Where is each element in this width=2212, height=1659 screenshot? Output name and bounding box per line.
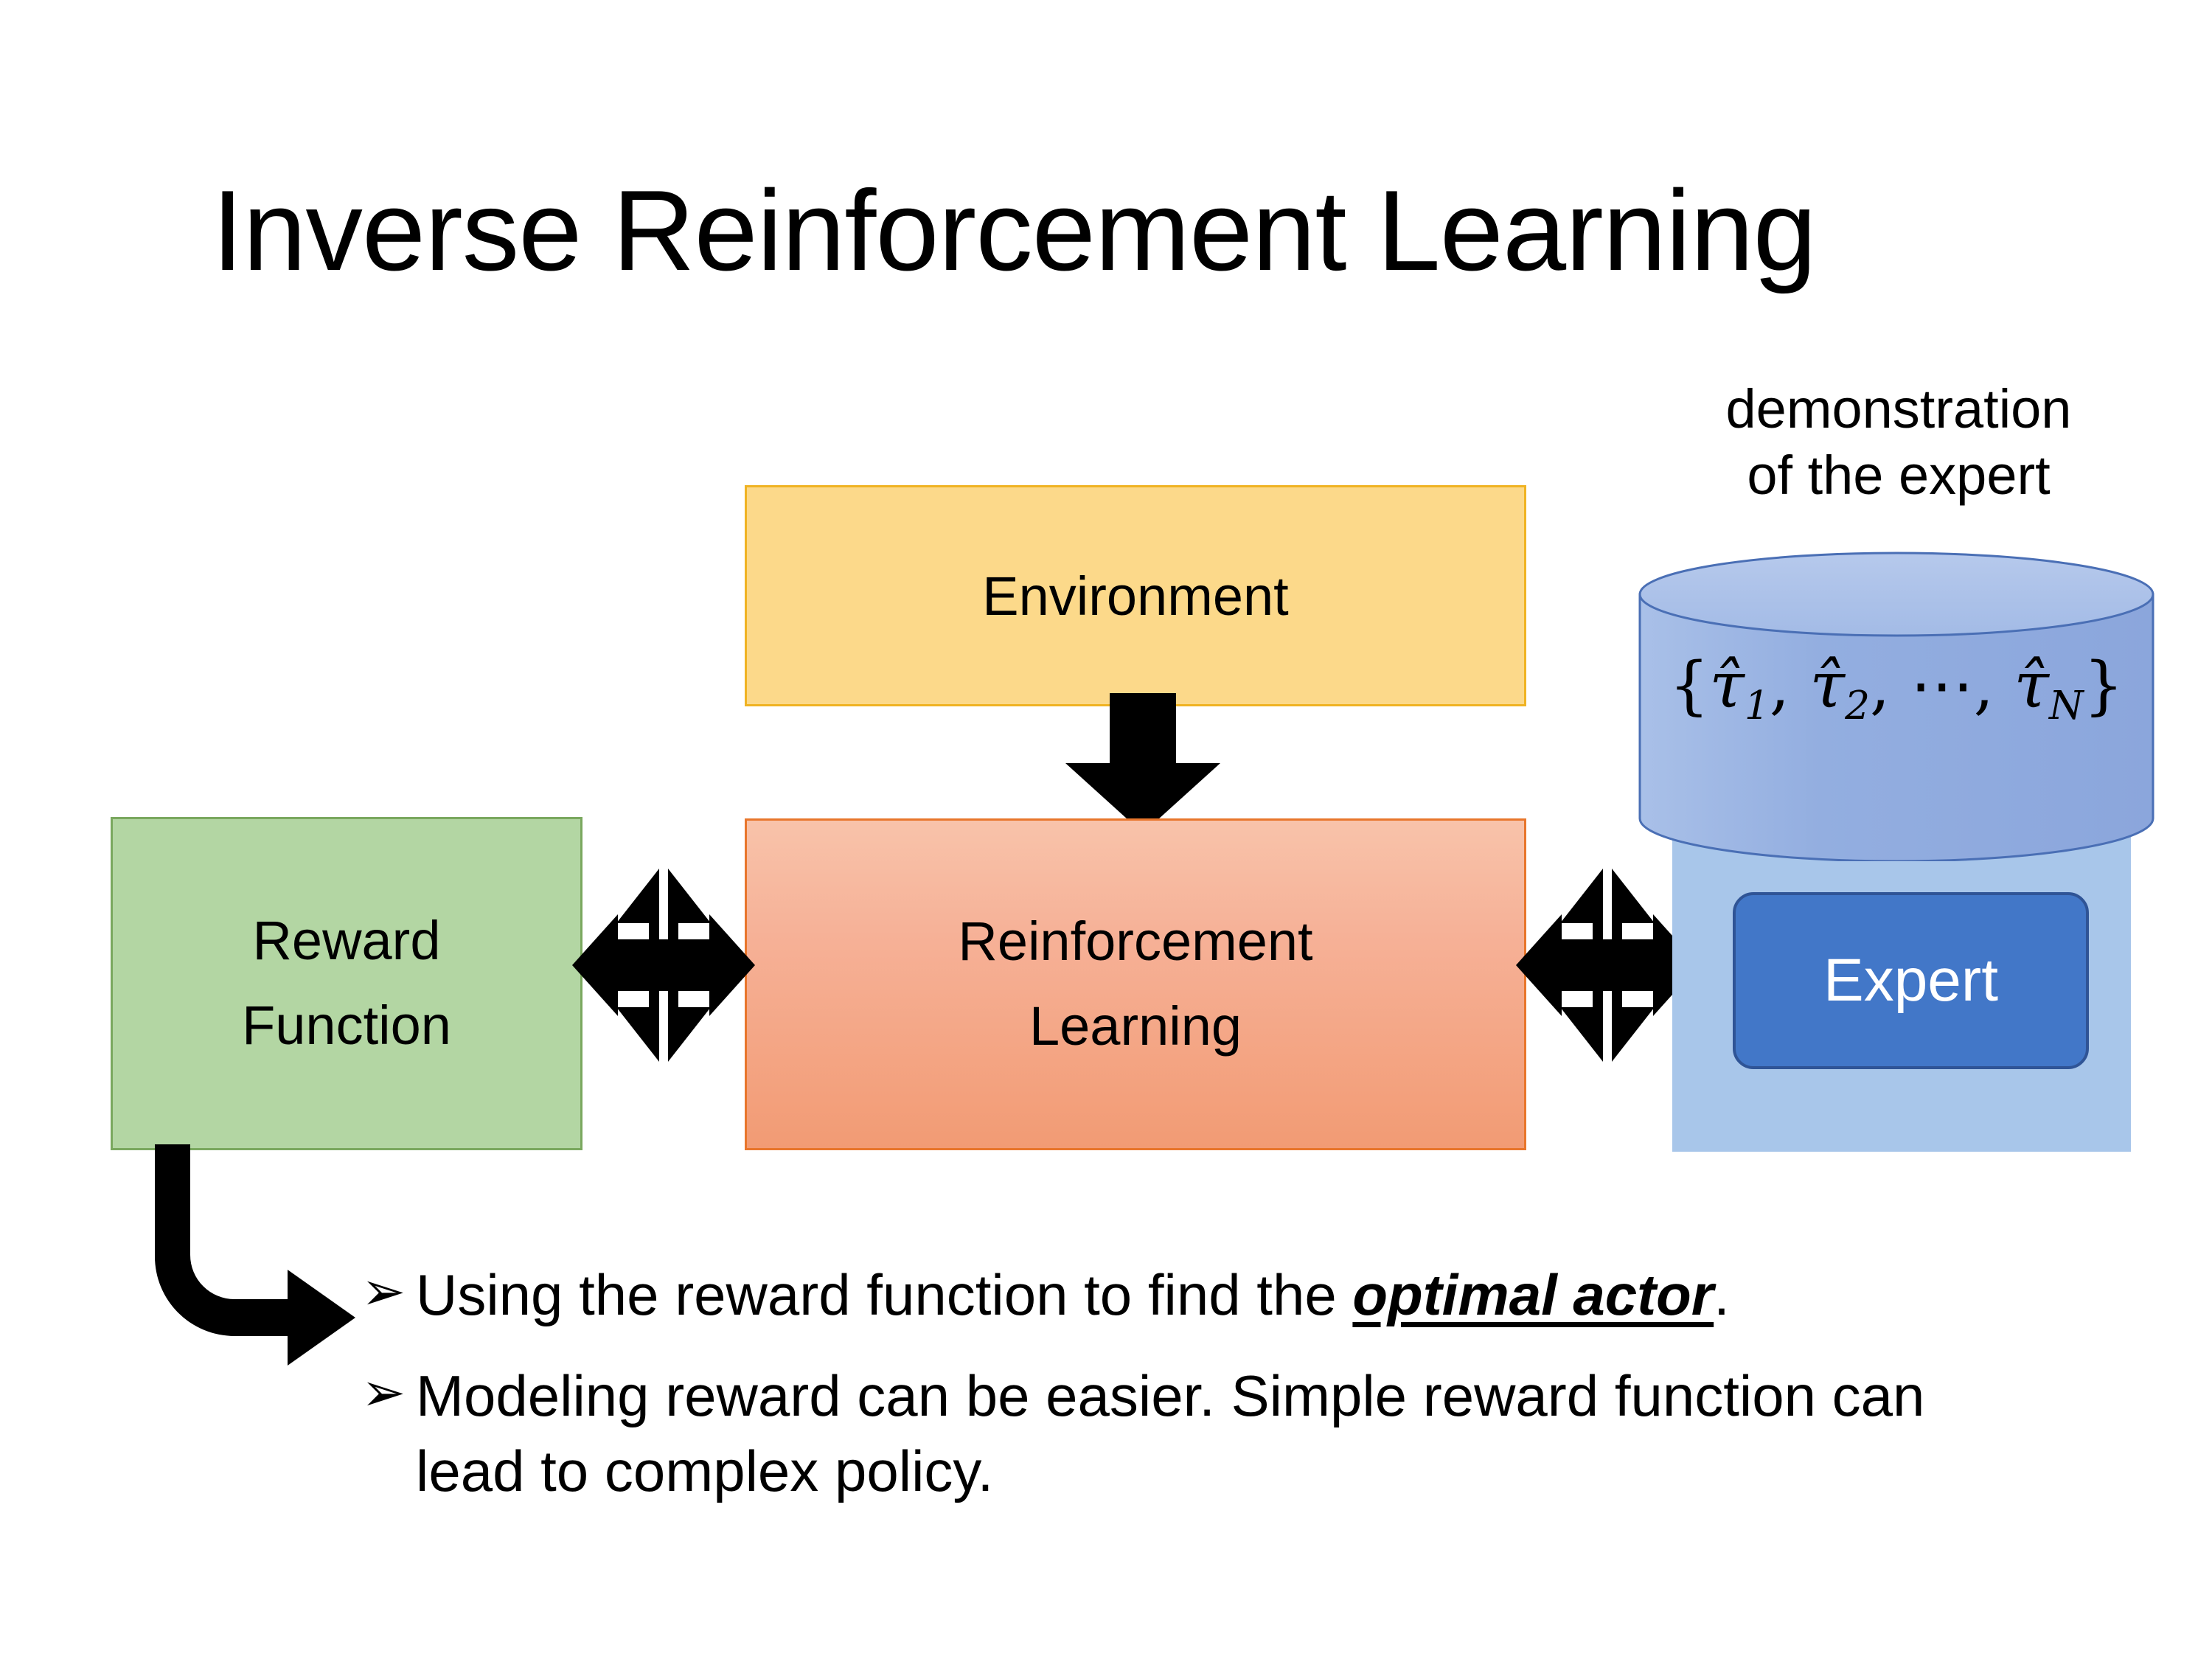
quad-arrow-icon (1516, 869, 1699, 1062)
demonstration-caption-line1: demonstration (1725, 378, 2072, 439)
rl-label-line1: Reinforcement (958, 911, 1313, 973)
formula-term-2-sub: 2 (1845, 682, 1871, 728)
page-title: Inverse Reinforcement Learning (212, 167, 1817, 294)
list-item: ➢ Modeling reward can be easier. Simple … (361, 1359, 2042, 1509)
demonstration-caption-line2: of the expert (1747, 445, 2051, 507)
trajectory-cylinder-icon (1638, 552, 2154, 861)
bullet-list: ➢ Using the reward function to find the … (361, 1258, 2042, 1535)
formula-ellipsis: ⋯ (1910, 649, 1974, 723)
formula-term-1-sub: 1 (1744, 682, 1770, 728)
demonstration-caption: demonstration of the expert (1633, 376, 2164, 509)
reward-label-line1: Reward (252, 910, 441, 972)
environment-box[interactable]: Environment (745, 485, 1526, 706)
expert-label: Expert (1823, 947, 1998, 1014)
bullet-1-emphasis: optimal actor (1352, 1262, 1714, 1327)
reward-function-box[interactable]: Reward Function (111, 817, 582, 1150)
bullet-1-prefix: Using the reward function to find the (416, 1262, 1353, 1327)
environment-label: Environment (982, 565, 1289, 627)
quad-arrow-icon (572, 869, 755, 1062)
formula-close-brace: } (2083, 649, 2124, 723)
bullet-text-2: Modeling reward can be easier. Simple re… (416, 1363, 1925, 1503)
list-item: ➢ Using the reward function to find the … (361, 1258, 2042, 1332)
trajectory-set-formula: {τ̂1, τ̂2, ⋯, τ̂N} (1638, 649, 2154, 728)
bullet-text-1: Using the reward function to find the op… (416, 1258, 2042, 1332)
formula-sep-3: , (1973, 649, 2014, 723)
elbow-arrow-icon (155, 1144, 355, 1366)
expert-box[interactable]: Expert (1733, 892, 2089, 1069)
reinforcement-learning-box[interactable]: Reinforcement Learning (745, 818, 1526, 1150)
down-arrow-icon (1065, 693, 1220, 833)
formula-term-n-sub: N (2048, 682, 2084, 728)
formula-term-n: τ̂ (2014, 649, 2049, 723)
bullet-marker-icon: ➢ (361, 1262, 406, 1321)
formula-sep-1: , (1769, 649, 1810, 723)
formula-term-1: τ̂ (1709, 649, 1745, 723)
formula-open-brace: { (1669, 649, 1710, 723)
bullet-1-suffix: . (1714, 1262, 1730, 1327)
rl-label-line2: Learning (1029, 995, 1242, 1057)
formula-term-2: τ̂ (1809, 649, 1846, 723)
bullet-marker-icon: ➢ (361, 1363, 406, 1423)
formula-sep-2: , (1870, 649, 1910, 723)
reward-label-line2: Function (242, 995, 451, 1056)
